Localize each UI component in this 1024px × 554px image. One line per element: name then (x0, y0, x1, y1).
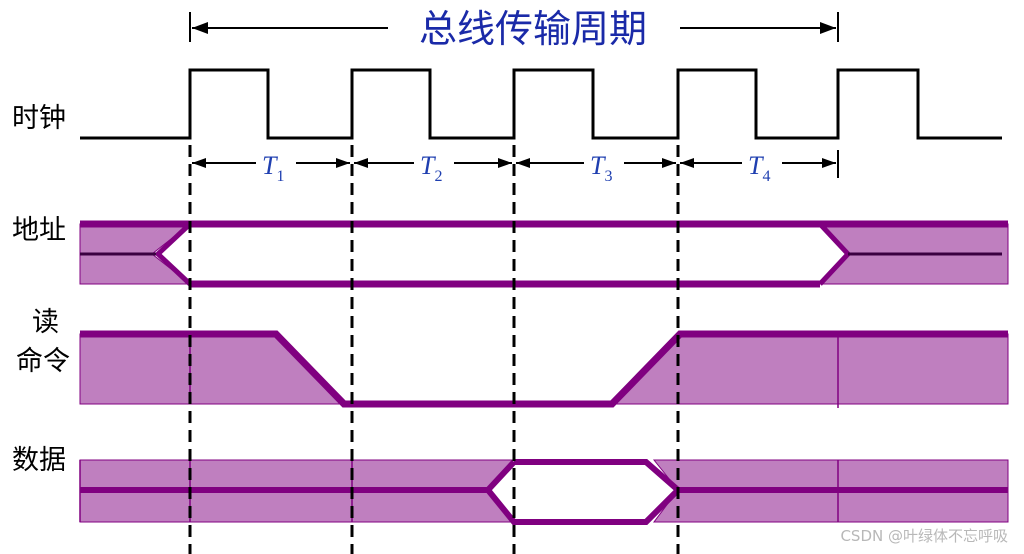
watermark: CSDN @叶绿体不忘呼吸 (840, 527, 1008, 545)
period-boundaries (188, 145, 680, 554)
period-label-bg-4 (742, 150, 782, 180)
bus-cycle-left-arrowhead (192, 22, 208, 34)
period-label-bg-1 (256, 150, 296, 180)
address-waveform (79, 220, 1009, 288)
diagram-title: 总线传输周期 (419, 7, 647, 51)
period-label-1: T1 (262, 151, 284, 185)
bus-cycle-arrow: 总线传输周期 (189, 7, 839, 51)
read-command-waveform (79, 330, 1009, 408)
data-label: 数据 (12, 445, 66, 476)
period-label-bg-3 (584, 150, 624, 180)
read-command-label-line2: 命令 (16, 346, 70, 377)
period-label-bg-2 (414, 150, 454, 180)
period-label-3: T3 (590, 151, 612, 185)
clock-label: 时钟 (12, 103, 66, 134)
read-command-label-line1: 读 (32, 307, 59, 338)
data-waveform (79, 459, 1009, 525)
address-label: 地址 (12, 215, 66, 246)
clock-waveform (80, 68, 1002, 140)
bus-cycle-right-arrowhead (820, 22, 836, 34)
period-label-4: T4 (748, 151, 770, 185)
period-arrowheads (192, 150, 839, 178)
period-label-2: T2 (420, 151, 442, 185)
